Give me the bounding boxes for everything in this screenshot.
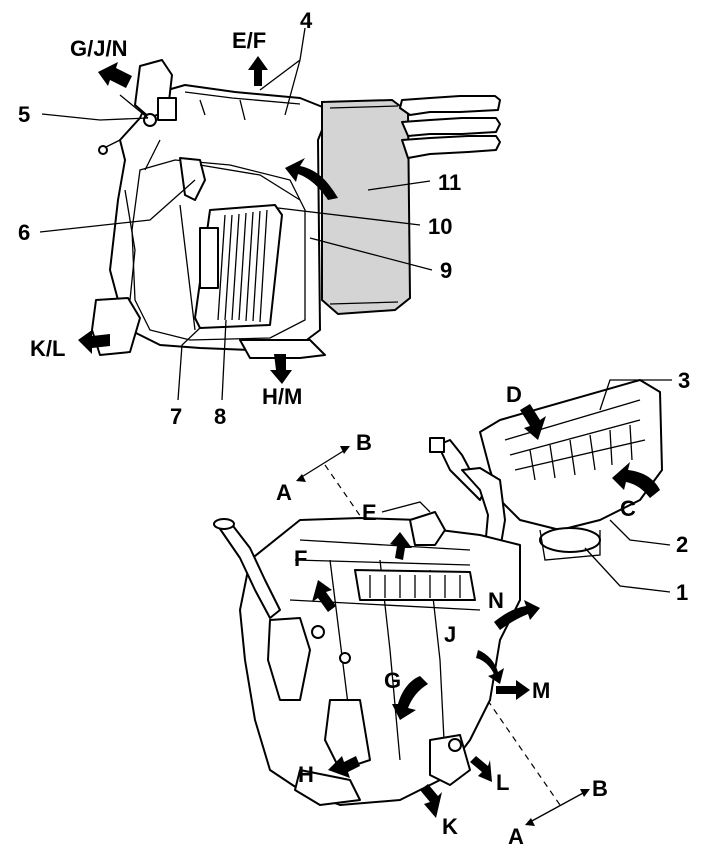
section-arrow-bottom bbox=[529, 791, 586, 823]
section-arrowhead-top-a bbox=[296, 474, 306, 482]
label-K: K bbox=[442, 814, 458, 839]
label-ef: E/F bbox=[232, 28, 266, 53]
heat-exchanger bbox=[321, 95, 501, 316]
label-C: C bbox=[620, 496, 636, 521]
arrow-L bbox=[470, 756, 492, 782]
arrow-E bbox=[390, 532, 412, 560]
label-L: L bbox=[496, 770, 509, 795]
label-hm: H/M bbox=[262, 384, 302, 409]
leader-3 bbox=[599, 379, 672, 411]
label-F: F bbox=[294, 546, 307, 571]
arrow-N bbox=[494, 600, 540, 630]
upper-housing-view bbox=[39, 27, 501, 401]
section-arrowhead-bottom-a bbox=[525, 818, 535, 826]
housing-inner-contour bbox=[131, 159, 306, 341]
label-7: 7 bbox=[170, 404, 182, 429]
label-D: D bbox=[506, 382, 522, 407]
label-4: 4 bbox=[300, 8, 313, 33]
leader-2 bbox=[609, 519, 671, 546]
label-2: 2 bbox=[676, 532, 688, 557]
leader-4 bbox=[259, 27, 306, 116]
section-arrowhead-bottom-b bbox=[580, 789, 590, 797]
label-J: J bbox=[444, 622, 456, 647]
outlet-duct-hm bbox=[239, 339, 326, 359]
label-5: 5 bbox=[18, 102, 30, 127]
leader-10 bbox=[277, 207, 421, 226]
leader-11 bbox=[367, 180, 431, 191]
label-B-top: B bbox=[356, 430, 372, 455]
arrow-J bbox=[476, 650, 504, 684]
arrow-C bbox=[612, 462, 660, 498]
housing-top-lip bbox=[184, 91, 301, 121]
airflow-arrow-curved bbox=[285, 158, 338, 200]
label-9: 9 bbox=[440, 258, 452, 283]
label-10: 10 bbox=[428, 214, 452, 239]
label-kl: K/L bbox=[30, 336, 65, 361]
label-1: 1 bbox=[676, 580, 688, 605]
arrow-G bbox=[392, 676, 428, 720]
label-B-bottom: B bbox=[592, 776, 608, 801]
section-arrowhead-top-b bbox=[340, 446, 350, 454]
label-6: 6 bbox=[18, 220, 30, 245]
label-3: 3 bbox=[678, 368, 690, 393]
leader-1 bbox=[584, 547, 671, 593]
flap-actuator-top bbox=[98, 59, 177, 155]
arrow-M bbox=[496, 680, 530, 700]
leader-9 bbox=[309, 237, 433, 271]
filter-element bbox=[179, 204, 283, 331]
arrow-ef bbox=[248, 56, 268, 86]
label-11: 11 bbox=[438, 170, 461, 195]
label-gjn: G/J/N bbox=[70, 36, 127, 61]
evaporator-housing bbox=[239, 511, 521, 806]
housing-rib bbox=[124, 139, 161, 301]
arrow-gjn bbox=[98, 62, 132, 88]
label-G: G bbox=[384, 668, 401, 693]
leader-6 bbox=[39, 179, 196, 233]
label-A-top: A bbox=[276, 480, 292, 505]
label-N: N bbox=[488, 588, 504, 613]
arrow-kl bbox=[78, 330, 110, 354]
section-arrow-top bbox=[299, 449, 346, 479]
leader-7 bbox=[177, 327, 201, 401]
lower-unit-view bbox=[213, 379, 672, 826]
heater-pipe-left bbox=[217, 521, 281, 619]
leader-5 bbox=[41, 113, 149, 121]
leader-E bbox=[381, 501, 431, 513]
label-H: H bbox=[298, 762, 314, 787]
label-A-bottom: A bbox=[508, 824, 524, 849]
arrow-K bbox=[420, 784, 442, 818]
arrow-F bbox=[312, 580, 336, 612]
arrow-D bbox=[520, 404, 546, 440]
arrow-hm bbox=[270, 354, 292, 384]
label-8: 8 bbox=[214, 404, 226, 429]
label-M: M bbox=[532, 678, 550, 703]
arrow-H bbox=[328, 756, 360, 778]
leader-8 bbox=[221, 319, 227, 401]
label-E: E bbox=[362, 500, 377, 525]
blower-housing bbox=[479, 379, 663, 561]
